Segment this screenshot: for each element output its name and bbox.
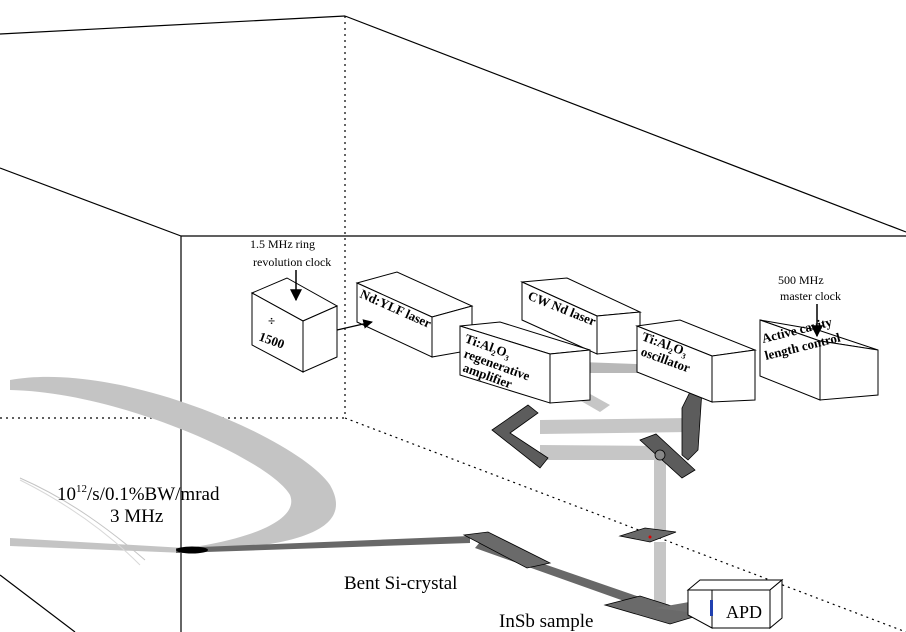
small-optic [618, 527, 677, 543]
apd-window [710, 600, 713, 616]
divider-to-ndylf-arrow [336, 319, 373, 331]
storage-ring [10, 376, 336, 566]
ring-clock-label-2: revolution clock [253, 255, 331, 269]
room-outline [0, 15, 906, 632]
sample-label: InSb sample [499, 611, 593, 632]
divider-box [250, 277, 339, 373]
master-clock-label-1: 500 MHz [778, 273, 824, 287]
vertical-mirror [681, 387, 703, 461]
master-clock-label-2: master clock [780, 289, 841, 303]
apd-detector-box [686, 578, 784, 630]
apd-label: APD [726, 602, 762, 622]
source-point [176, 546, 208, 554]
regen-amplifier-box [459, 321, 591, 404]
cw-nd-laser-box [520, 277, 642, 355]
flux-label: 1012/s/0.1%BW/mrad [57, 483, 220, 505]
divider-label-1: ÷ [268, 313, 275, 328]
turn-mirror [639, 433, 696, 479]
ring-clock-label-1: 1.5 MHz ring [250, 237, 315, 251]
bent-crystal-label: Bent Si-crystal [344, 573, 457, 594]
bent-si-crystal [462, 531, 552, 569]
oscillator-box [635, 319, 757, 403]
frequency-label: 3 MHz [110, 506, 163, 527]
retro-mirror [491, 404, 549, 469]
